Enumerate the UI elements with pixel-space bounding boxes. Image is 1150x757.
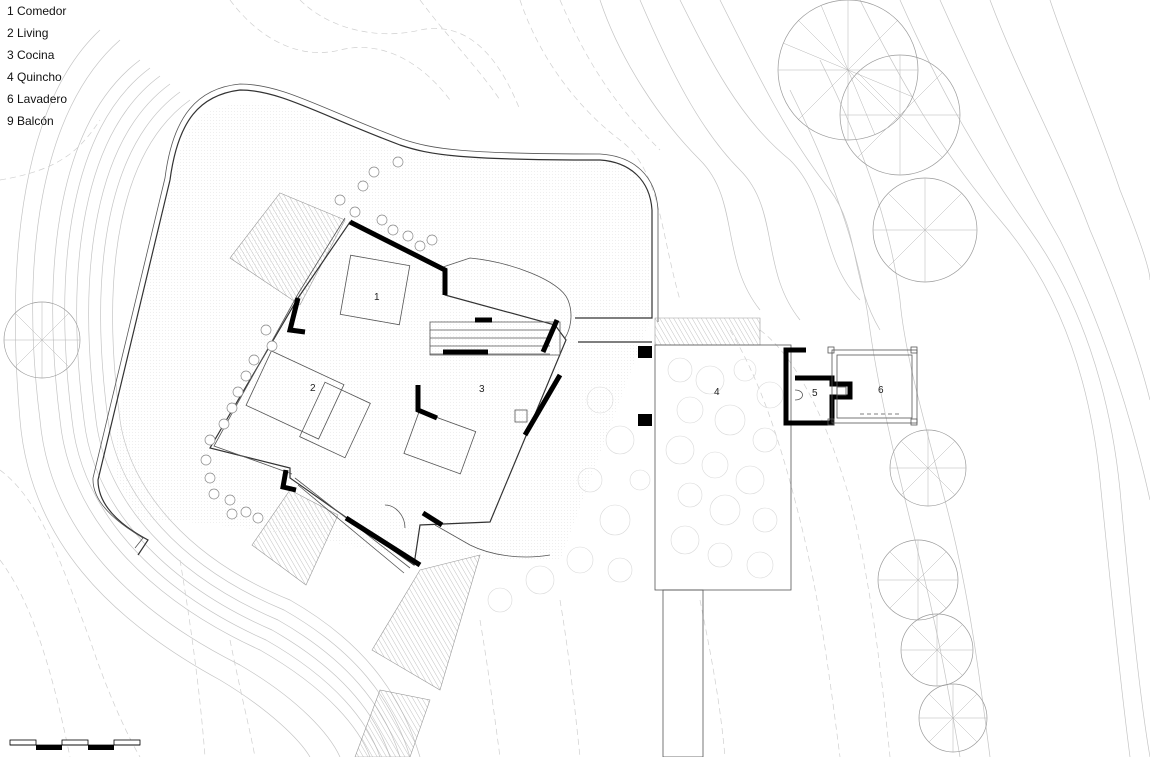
legend-item-balcon: 9 Balcón [7,114,54,128]
tree [877,539,959,621]
tree [839,54,961,176]
room-legend: 1 Comedor 2 Living 3 Cocina 4 Quincho 6 … [7,0,67,132]
tree [889,429,967,507]
structural-walls [280,219,652,568]
shrubs [200,156,438,524]
room-label-1: 1 [374,292,380,303]
tree [777,0,919,141]
tree [900,613,974,687]
trees [3,0,988,753]
terraces [229,192,761,757]
room-label-2: 2 [310,383,316,394]
legend-item-comedor: 1 Comedor [7,4,67,18]
tree [3,301,81,379]
tree [918,683,988,753]
room-label-6: 6 [878,385,884,396]
room-label-4: 4 [714,387,720,398]
legend-item-lavadero: 6 Lavadero [7,92,68,106]
legend-item-living: 2 Living [7,26,49,40]
tree [872,177,978,283]
perimeter-wall [92,83,659,556]
interior-furniture [245,254,550,475]
lavadero-annex [783,346,918,426]
quincho-paving [487,344,792,757]
garden-texture [114,102,651,560]
room-label-3: 3 [479,384,485,395]
legend-item-cocina: 3 Cocina [7,48,55,62]
legend-item-quincho: 4 Quincho [7,70,62,84]
room-label-5: 5 [812,388,818,399]
room-labels: 1 2 3 4 5 6 [310,292,884,399]
scale-bar [9,739,141,750]
